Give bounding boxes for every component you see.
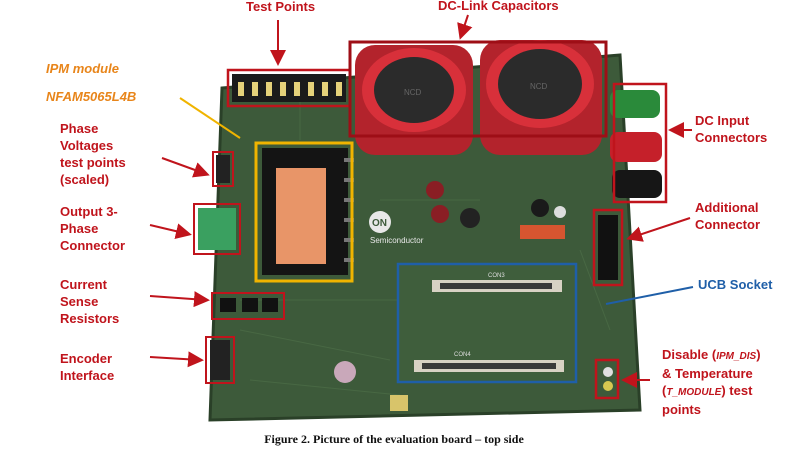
label-output-connector: Output 3- Phase Connector	[60, 204, 125, 253]
output-connector-box	[193, 203, 241, 255]
additional-connector-box	[592, 208, 624, 287]
output-connector	[198, 208, 236, 250]
dc-input-connector-red	[610, 132, 662, 162]
label-phase-voltages: Phase Voltages test points (scaled)	[60, 121, 126, 187]
label-disable-temp: Disable (IPM_DIS) & Temperature (T_MODUL…	[662, 347, 761, 417]
cap-marking-right: NCD	[530, 82, 548, 91]
dc-link-box	[348, 40, 608, 138]
label-current-sense: Current Sense Resistors	[60, 277, 120, 326]
current-sense-box	[211, 292, 285, 320]
ucb-socket-box	[396, 262, 578, 384]
label-ipm-part: NFAM5065L4B	[46, 89, 137, 104]
on-logo-subtitle: Semiconductor	[370, 236, 424, 245]
ipm-pointer-line	[179, 97, 241, 139]
dc-input-box	[612, 82, 668, 204]
test-point-header	[232, 74, 346, 102]
label-ipm-module: IPM module	[46, 61, 119, 76]
dc-input-connector-green	[610, 90, 660, 118]
label-encoder: Encoder Interface	[60, 351, 115, 383]
con3-label: CON3	[488, 273, 505, 279]
ipm-highlight-box	[254, 141, 354, 283]
con4-label: CON4	[454, 352, 471, 358]
label-dc-link: DC-Link Capacitors	[438, 0, 559, 13]
label-ucb-socket: UCB Socket	[698, 277, 773, 292]
ucb-pointer-line	[605, 286, 694, 305]
disable-temp-box	[594, 358, 620, 400]
label-test-points: Test Points	[246, 0, 316, 14]
label-additional: Additional Connector	[695, 200, 760, 232]
figure-caption: Figure 2. Picture of the evaluation boar…	[264, 432, 524, 446]
phase-voltages-box	[212, 151, 234, 187]
on-logo: ON	[372, 218, 387, 229]
dc-link-capacitor-left	[355, 45, 473, 155]
encoder-box	[205, 336, 235, 384]
dc-link-capacitor-right	[480, 40, 602, 155]
cap-marking-left: NCD	[404, 88, 422, 97]
label-dc-input: DC Input Connectors	[695, 113, 768, 145]
dc-input-connector-black	[612, 170, 662, 198]
